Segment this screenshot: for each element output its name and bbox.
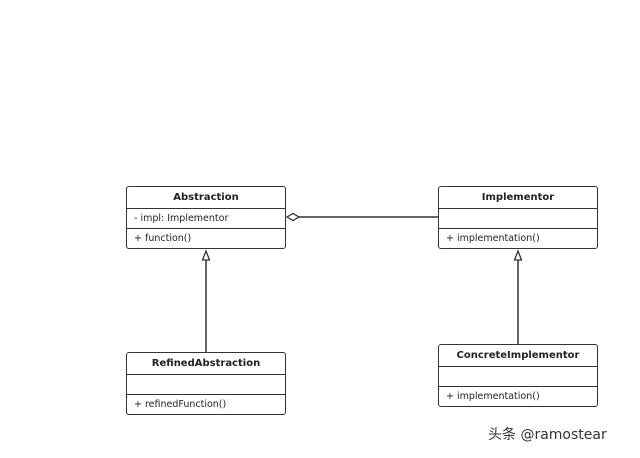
- class-name: RefinedAbstraction: [127, 353, 285, 375]
- class-operations: + refinedFunction(): [134, 399, 227, 410]
- class-name: Abstraction: [127, 187, 285, 209]
- class-attributes: - impl: Implementor: [127, 209, 285, 229]
- aggregation-diamond-icon: [285, 212, 301, 222]
- class-name: ConcreteImplementor: [439, 345, 597, 367]
- class-operations: + implementation(): [446, 233, 540, 244]
- inheritance-arrow-icon: [201, 249, 211, 261]
- class-box-refined-abstraction[interactable]: RefinedAbstraction + refinedFunction(): [126, 352, 286, 415]
- class-operations: + function(): [134, 233, 192, 244]
- class-operations: + implementation(): [446, 391, 540, 402]
- inheritance-arrow-icon: [513, 249, 523, 261]
- class-box-concrete-implementor[interactable]: ConcreteImplementor + implementation(): [438, 344, 598, 407]
- class-box-implementor[interactable]: Implementor + implementation(): [438, 186, 598, 249]
- class-name: Implementor: [439, 187, 597, 209]
- class-box-abstraction[interactable]: Abstraction - impl: Implementor + functi…: [126, 186, 286, 249]
- class-attributes: [439, 209, 597, 229]
- class-attributes: [439, 367, 597, 387]
- class-attributes: [127, 375, 285, 395]
- watermark: 头条 @ramostear: [488, 427, 607, 443]
